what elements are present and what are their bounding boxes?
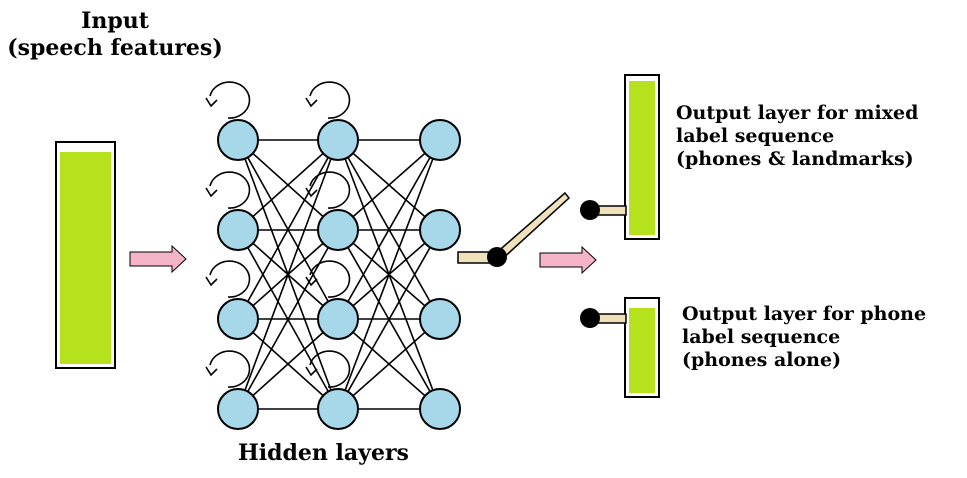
hidden-node-2-3 [419,388,461,430]
network-connections [237,139,441,410]
hidden-node-2-1 [419,209,461,251]
connection-1-3-1 [337,229,441,410]
hidden-node-2-2 [419,298,461,340]
recurrent-loop-arrowhead-0-1 [205,187,218,198]
output-phone-line3: (phones alone) [682,349,842,372]
connection-1-3-0 [337,139,441,410]
connection-1-1-0 [337,139,441,231]
recurrent-loop-1-0 [309,81,351,119]
hidden-node-2-0 [419,119,461,161]
input-arrow [129,244,187,274]
output-mixed-bar [580,74,660,240]
output-phone-bar [580,297,660,398]
recurrent-loop-1-2 [309,260,351,298]
recurrent-loop-0-0 [209,81,251,119]
recurrent-loop-arrowhead-1-0 [305,97,318,108]
recurrent-loop-1-1 [309,171,351,209]
hidden-node-1-1 [317,209,359,251]
hidden-node-1-3 [317,388,359,430]
recurrent-loop-arrowhead-1-2 [305,276,318,287]
input-bar [55,141,116,369]
recurrent-loop-0-2 [209,260,251,298]
connection-0-2-0 [237,139,339,320]
recurrent-loop-arrowhead-1-3 [305,366,318,377]
input-title-line2: (speech features) [7,34,223,61]
recurrent-loops [205,81,351,388]
hidden-node-0-2 [217,298,259,340]
recurrent-loop-arrowhead-0-0 [205,97,218,108]
connection-1-2-0 [337,139,441,320]
recurrent-loop-arrowhead-0-3 [205,366,218,377]
output-mixed-label: Output layer for mixed label sequence (p… [676,102,918,172]
recurrent-loop-1-3 [309,350,351,388]
network-nodes [217,119,461,430]
hidden-node-0-0 [217,119,259,161]
output-mixed-line2: label sequence [676,125,835,148]
connection-0-3-1 [237,229,339,410]
connection-0-1-0 [237,139,339,231]
input-title: Input (speech features) [0,8,230,62]
connection-1-3-2 [337,318,441,410]
hidden-node-1-2 [317,298,359,340]
output-arrow [539,245,597,275]
hidden-node-0-1 [217,209,259,251]
input-title-line1: Input [81,8,149,34]
connection-0-3-0 [237,139,339,410]
recurrent-loop-arrowhead-1-1 [305,187,318,198]
recurrent-loop-0-3 [209,350,251,388]
hidden-node-1-0 [317,119,359,161]
output-phone-label: Output layer for phone label sequence (p… [682,303,926,373]
output-mixed-line1: Output layer for mixed [676,102,919,124]
output-mixed-line3: (phones & landmarks) [676,148,914,171]
hidden-layers-title: Hidden layers [238,440,409,466]
hidden-node-0-3 [217,388,259,430]
connection-0-3-2 [237,318,339,410]
recurrent-loop-arrowhead-0-2 [205,276,218,287]
output-phone-line1: Output layer for phone [682,303,927,325]
recurrent-loop-0-1 [209,171,251,209]
switch [457,191,571,267]
output-phone-line2: label sequence [682,326,841,349]
